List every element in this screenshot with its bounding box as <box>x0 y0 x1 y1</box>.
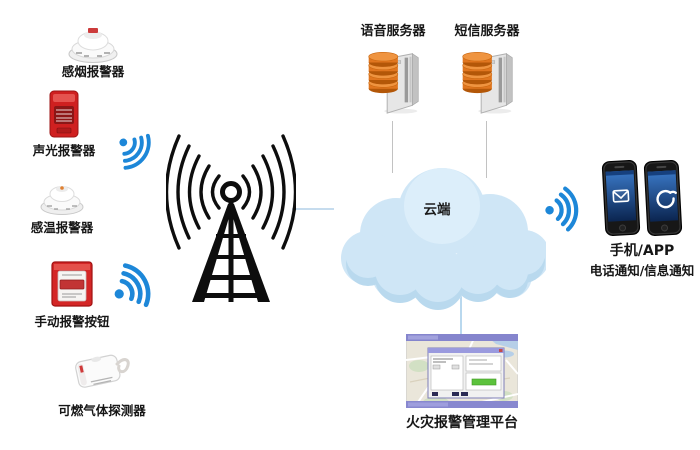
sensor-node-manual: 手动报警按钮 <box>18 260 126 330</box>
manual-call-point-icon <box>51 261 93 307</box>
sensor-node-gas: 可燃气体探测器 <box>42 342 162 419</box>
server-node-voice: 语音服务器 <box>350 24 436 115</box>
server-label: 短信服务器 <box>454 24 520 39</box>
radio-tower-icon <box>166 134 296 302</box>
cloud-label: 云端 <box>423 202 451 218</box>
wifi-signal-icon-lower <box>114 263 151 308</box>
connector-cloud-platform <box>460 278 462 336</box>
sensor-label: 感温报警器 <box>30 220 94 235</box>
wifi-signal-icon-upper <box>119 133 151 170</box>
call-phone-icon <box>643 160 683 236</box>
sms-server-icon <box>462 52 513 114</box>
smoke-detector-icon <box>68 28 118 63</box>
sensor-label: 可燃气体探测器 <box>58 403 146 418</box>
phones-node: 手机/APP 电话通知/信息通知 <box>584 160 700 278</box>
wifi-signal-icon-right <box>545 186 579 232</box>
combustible-gas-detector-icon <box>75 354 130 388</box>
connector-sms-server-cloud <box>486 121 487 178</box>
platform-node: 火灾报警管理平台 <box>398 334 526 433</box>
heat-detector-icon <box>40 186 84 215</box>
platform-label: 火灾报警管理平台 <box>406 415 518 431</box>
voice-server-icon <box>368 52 419 114</box>
server-label: 语音服务器 <box>360 24 426 39</box>
phones-subtitle: 电话通知/信息通知 <box>589 262 695 278</box>
message-phone-icon <box>601 160 641 236</box>
connector-tower-cloud <box>292 208 334 210</box>
sensor-label: 感烟报警器 <box>61 64 125 79</box>
connector-voice-server-cloud <box>392 121 393 173</box>
cloud-icon <box>341 168 546 310</box>
sound-light-alarm-icon <box>49 90 79 138</box>
sensor-node-smoke: 感烟报警器 <box>38 24 148 80</box>
sensor-node-sound-light: 声光报警器 <box>14 90 114 159</box>
sensor-node-heat: 感温报警器 <box>12 180 112 236</box>
server-node-sms: 短信服务器 <box>444 24 530 115</box>
management-platform-screenshot <box>406 334 518 408</box>
sensor-label: 声光报警器 <box>32 143 96 158</box>
sensor-label: 手动报警按钮 <box>34 314 110 329</box>
phones-title: 手机/APP <box>609 243 675 259</box>
